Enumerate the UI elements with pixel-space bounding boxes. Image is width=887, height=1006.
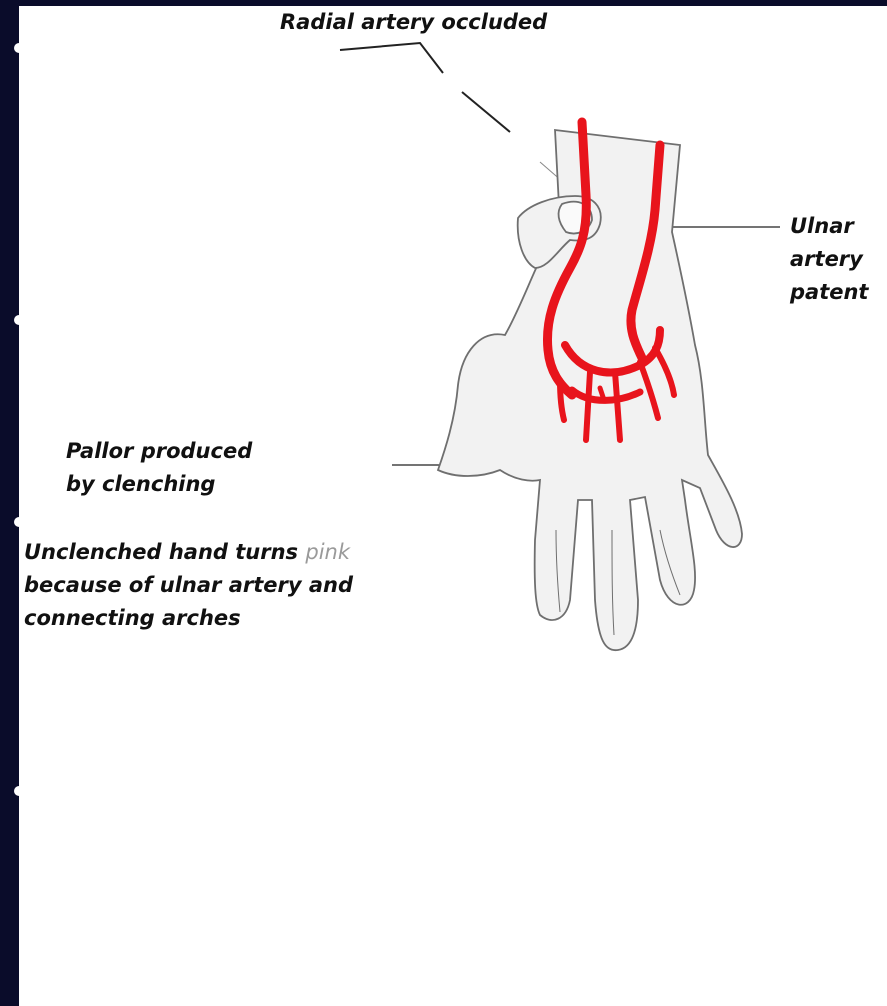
label-line: Ulnar: [790, 210, 868, 243]
label-text-faint: pink: [305, 540, 350, 564]
label-line: artery: [790, 243, 868, 276]
label-line: because of ulnar artery and: [24, 569, 353, 602]
radial-leader-line: [340, 43, 443, 73]
label-line: patent: [790, 276, 868, 309]
radial-leader-line-lower: [462, 92, 510, 132]
digital-branch: [586, 372, 590, 440]
unclenched-label: Unclenched hand turns pink because of ul…: [24, 536, 353, 635]
label-line: by clenching: [66, 468, 252, 501]
ulnar-artery-label: Ulnar artery patent: [790, 210, 868, 309]
pallor-label: Pallor produced by clenching: [66, 435, 252, 501]
label-line: Pallor produced: [66, 435, 252, 468]
label-line: connecting arches: [24, 602, 353, 635]
radial-artery-label: Radial artery occluded: [280, 6, 547, 39]
label-text: Unclenched hand turns: [24, 540, 305, 564]
label-line: Unclenched hand turns pink: [24, 536, 353, 569]
